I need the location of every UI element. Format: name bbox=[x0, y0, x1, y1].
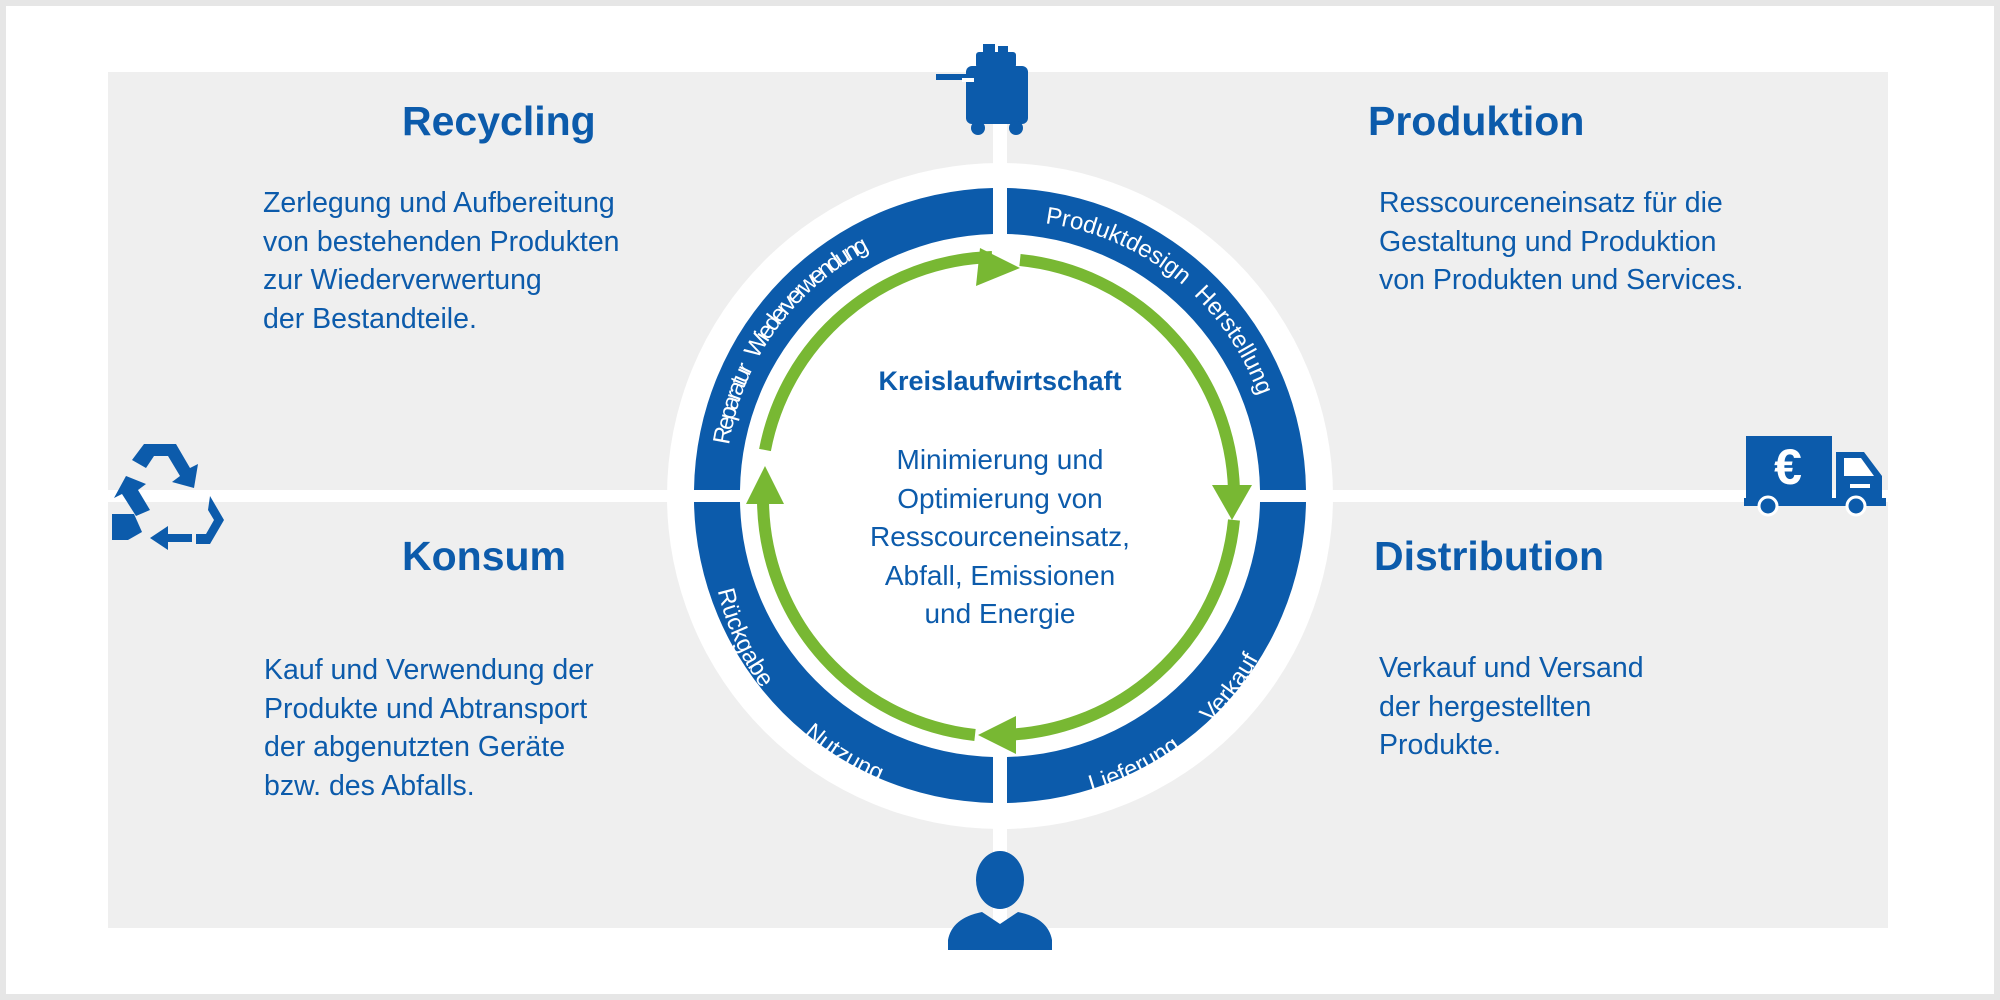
cycle-arrow-right bbox=[1019, 254, 1240, 491]
konsum-description: Kauf und Verwendung der Produkte und Abt… bbox=[264, 651, 594, 805]
center-description: Minimierung und Optimierung von Resscour… bbox=[800, 441, 1200, 634]
cycle-arrowhead-top bbox=[976, 248, 1020, 286]
konsum-line: bzw. des Abfalls. bbox=[264, 769, 475, 802]
ring-segment-top-right bbox=[1007, 188, 1306, 490]
recycling-icon bbox=[112, 444, 224, 550]
konsum-line: der abgenutzten Geräte bbox=[264, 731, 566, 763]
konsum-line: Kauf und Verwendung der bbox=[264, 654, 594, 686]
recycling-line: Zerlegung und Aufbereitung bbox=[263, 187, 615, 219]
konsum-line: Produkte und Abtransport bbox=[264, 692, 588, 725]
produktion-line: Gestaltung und Produktion bbox=[1379, 225, 1717, 258]
cycle-arrow-left bbox=[757, 499, 976, 741]
konsum-title: Konsum bbox=[402, 533, 566, 579]
produktion-title: Produktion bbox=[1368, 98, 1585, 144]
cycle-arrow-top bbox=[759, 251, 993, 452]
center-line: Resscourceneinsatz, bbox=[870, 521, 1130, 552]
distribution-line: Verkauf und Versand bbox=[1379, 652, 1644, 684]
cycle-arrow-bottom bbox=[994, 519, 1240, 742]
cycle-arrowhead-right bbox=[1212, 485, 1252, 520]
center-title: Kreislaufwirtschaft bbox=[878, 366, 1122, 396]
distribution-description: Verkauf und Versand der hergestellten Pr… bbox=[1379, 649, 1644, 765]
produktion-line: Resscourceneinsatz für die bbox=[1379, 187, 1723, 219]
recycling-description: Zerlegung und Aufbereitung von bestehend… bbox=[263, 184, 620, 338]
ring-segment-bottom-right bbox=[1007, 502, 1306, 803]
recycling-line: zur Wiederverwertung bbox=[263, 264, 542, 296]
cycle-arrowhead-bottom bbox=[978, 716, 1016, 754]
center-line: und Energie bbox=[924, 598, 1076, 629]
center-line: Optimierung von bbox=[897, 482, 1103, 514]
produktion-description: Resscourceneinsatz für die Gestaltung un… bbox=[1379, 184, 1743, 300]
person-icon bbox=[948, 851, 1052, 950]
delivery-truck-euro-icon: € bbox=[1744, 436, 1886, 517]
recycling-line: von bestehenden Produkten bbox=[263, 225, 620, 258]
ring-segment-bottom-left bbox=[694, 502, 993, 803]
center-line: Minimierung und bbox=[896, 444, 1104, 475]
truck-euro-symbol: € bbox=[1774, 439, 1802, 495]
distribution-title: Distribution bbox=[1374, 533, 1605, 579]
center-line: Abfall, Emissionen bbox=[884, 559, 1116, 591]
recycling-line: der Bestandteile. bbox=[263, 302, 477, 335]
produktion-line: von Produkten und Services. bbox=[1379, 264, 1744, 296]
production-machine-icon bbox=[936, 44, 1028, 135]
cycle-arrowhead-left bbox=[746, 466, 784, 504]
recycling-title: Recycling bbox=[402, 98, 596, 144]
distribution-line: Produkte. bbox=[1379, 729, 1501, 761]
distribution-line: der hergestellten bbox=[1379, 690, 1592, 723]
ring-segment-top-left bbox=[694, 188, 993, 490]
